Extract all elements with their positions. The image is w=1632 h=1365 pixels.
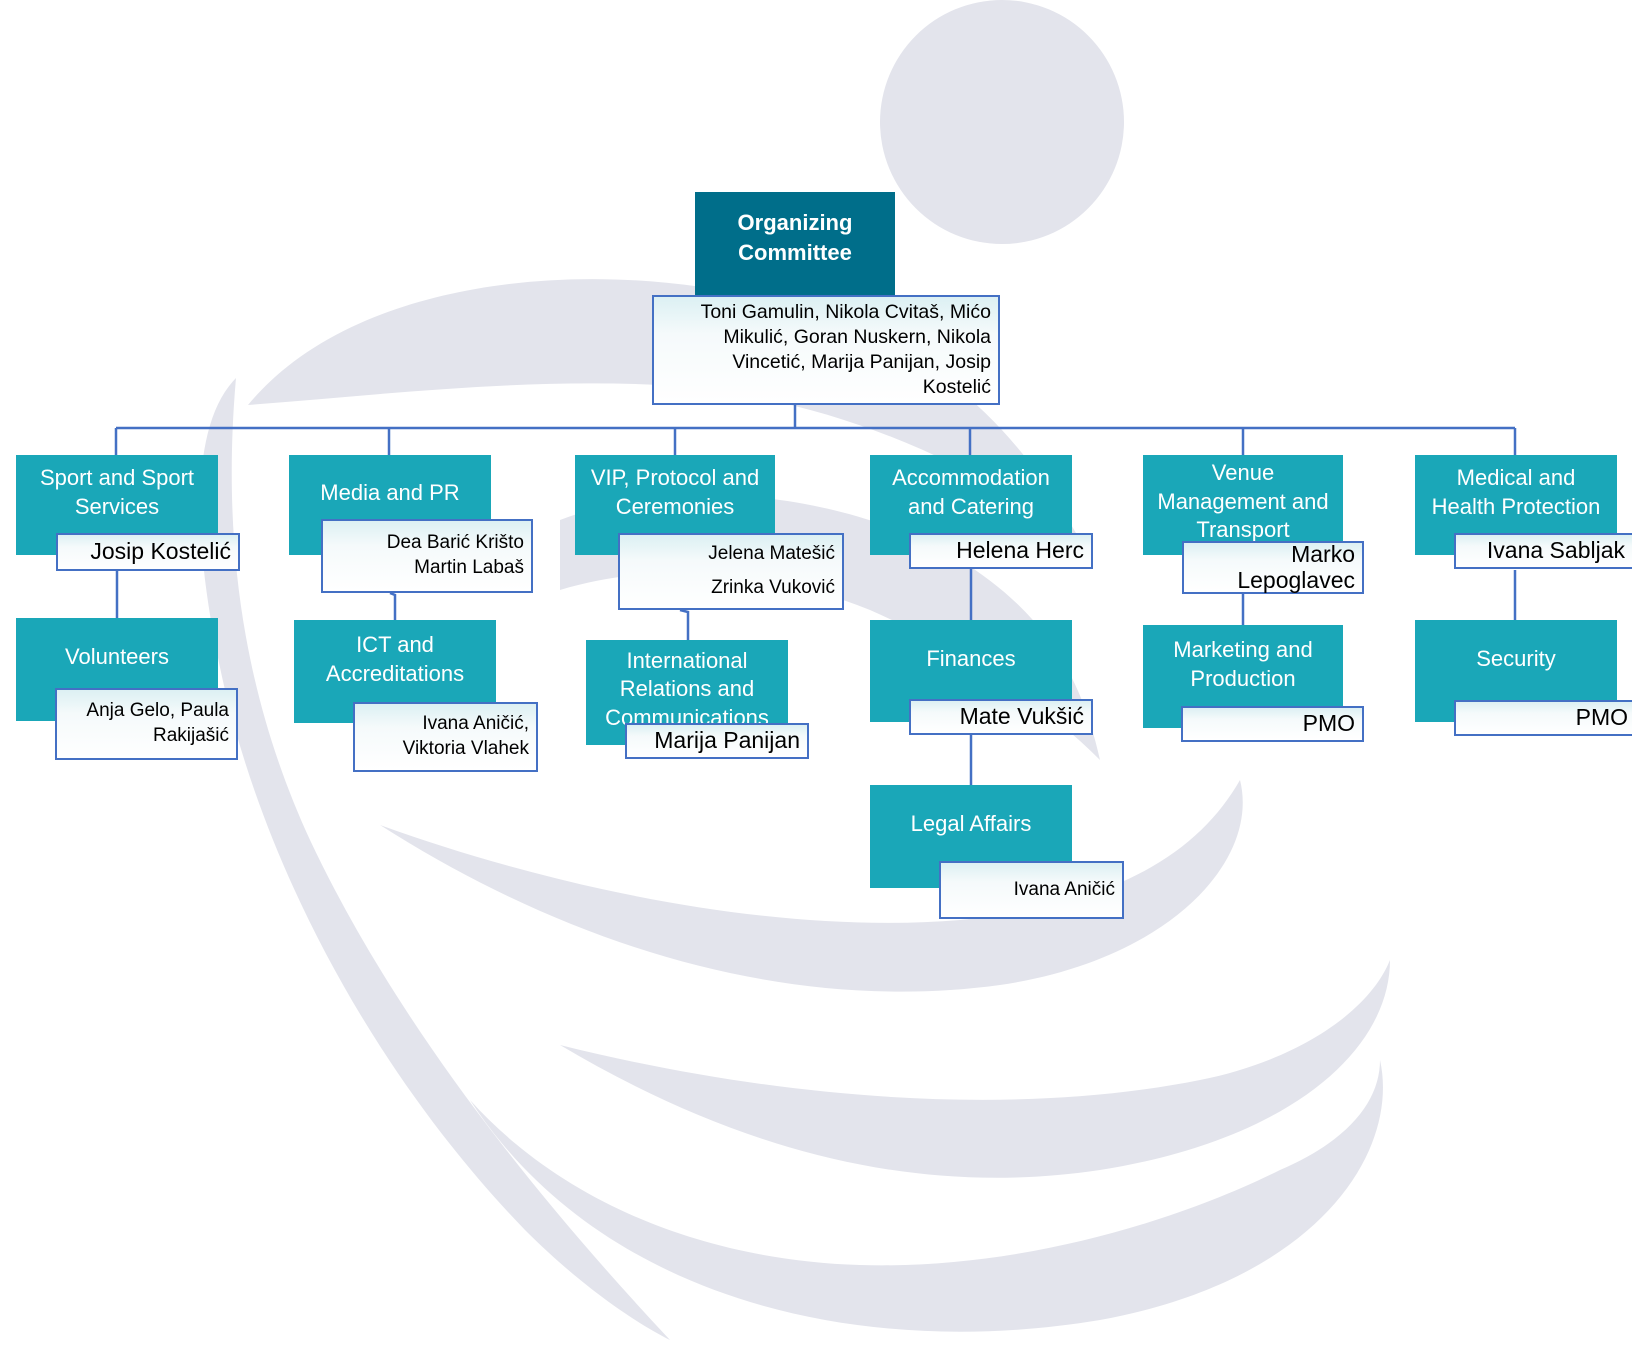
venue-management-lead-name: Marko Lepoglavec <box>1237 541 1355 593</box>
media-pr-lead-name-1: Dea Barić Krišto <box>386 532 524 554</box>
volunteers-title: Volunteers <box>65 644 169 670</box>
finances-lead-name: Mate Vukšić <box>959 703 1084 730</box>
venue-management-lead: Marko Lepoglavec <box>1182 541 1364 594</box>
vip-protocol-lead: Jelena Matešić Zrinka Vuković <box>618 533 844 610</box>
venue-management-box: Venue Management and Transport <box>1143 455 1343 555</box>
international-relations-title: International Relations and Communicatio… <box>605 647 769 730</box>
accommodation-catering-lead-name: Helena Herc <box>956 537 1084 564</box>
marketing-production-title: Marketing and Production <box>1173 636 1313 691</box>
security-title: Security <box>1476 645 1556 671</box>
media-pr-lead-name-2: Martin Labaš <box>414 557 524 578</box>
organizing-committee-title: Organizing Committee <box>737 210 853 265</box>
marketing-production-lead-name: PMO <box>1302 710 1355 737</box>
ict-accreditations-title: ICT and Accreditations <box>325 631 465 686</box>
vip-protocol-lead-name-1: Jelena Matešić <box>708 543 835 565</box>
media-pr-lead: Dea Barić Krišto Martin Labaš <box>321 519 533 593</box>
finances-title: Finances <box>926 645 1016 671</box>
legal-affairs-lead: Ivana Aničić <box>939 861 1124 919</box>
medical-health-title: Medical and Health Protection <box>1431 465 1601 519</box>
marketing-production-lead: PMO <box>1181 706 1364 742</box>
organizing-committee-members-text: Toni Gamulin, Nikola Cvitaš, Mićo Mikuli… <box>700 301 991 398</box>
international-relations-lead-name: Marija Panijan <box>654 727 800 754</box>
finances-lead: Mate Vukšić <box>909 699 1093 735</box>
volunteers-lead-name: Anja Gelo, Paula Rakijašić <box>86 700 229 746</box>
medical-health-lead: Ivana Sabljak <box>1454 533 1632 569</box>
vip-protocol-lead-name-2: Zrinka Vuković <box>711 576 835 598</box>
ict-accreditations-lead-name: Ivana Aničić, Viktoria Vlahek <box>402 713 529 759</box>
security-lead: PMO <box>1454 700 1632 736</box>
sport-services-title: Sport and Sport Services <box>39 465 195 519</box>
venue-management-title: Venue Management and Transport <box>1157 460 1329 543</box>
volunteers-lead: Anja Gelo, Paula Rakijašić <box>55 688 238 760</box>
medical-health-lead-name: Ivana Sabljak <box>1486 537 1625 564</box>
sport-services-lead: Josip Kostelić <box>56 533 240 571</box>
media-pr-title: Media and PR <box>320 479 460 505</box>
ict-accreditations-lead: Ivana Aničić, Viktoria Vlahek <box>353 702 538 772</box>
organizing-committee-members: Toni Gamulin, Nikola Cvitaš, Mićo Mikuli… <box>652 295 1000 405</box>
international-relations-lead: Marija Panijan <box>625 723 809 759</box>
vip-protocol-title: VIP, Protocol and Ceremonies <box>590 465 760 519</box>
accommodation-catering-lead: Helena Herc <box>909 533 1093 569</box>
security-lead-name: PMO <box>1575 704 1628 731</box>
legal-affairs-lead-name: Ivana Aničić <box>1013 878 1115 900</box>
organizing-committee-box: Organizing Committee <box>695 192 895 310</box>
sport-services-lead-name: Josip Kostelić <box>90 538 231 565</box>
accommodation-catering-title: Accommodation and Catering <box>892 465 1050 519</box>
legal-affairs-title: Legal Affairs <box>910 811 1032 837</box>
